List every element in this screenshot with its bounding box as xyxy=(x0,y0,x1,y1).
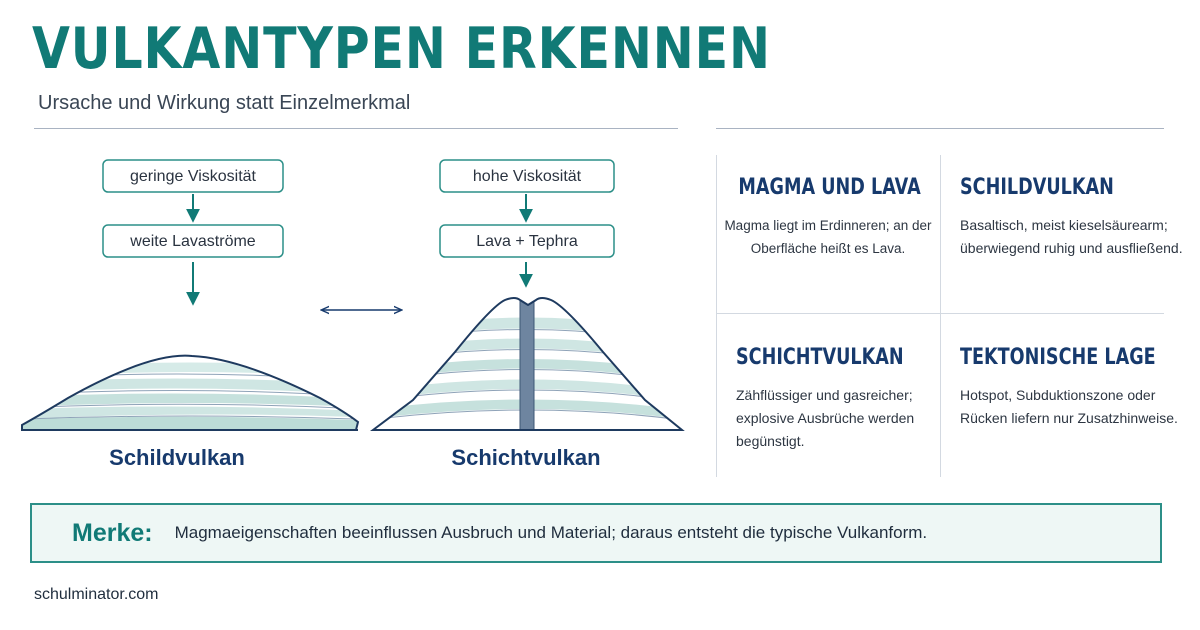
header-divider-left xyxy=(34,128,678,129)
merke-box: Merke: Magmaeigenschaften beeinflussen A… xyxy=(30,503,1162,563)
grid-divider-horizontal xyxy=(716,313,1164,314)
grid-divider-vertical xyxy=(940,155,941,477)
stratovolcano-label: Schichtvulkan xyxy=(451,445,600,470)
box-lava-tephra-label: Lava + Tephra xyxy=(476,233,578,250)
box-low-viscosity xyxy=(102,159,284,193)
card-stratovolcano-text: Zähflüssiger und gasreicher; explosive A… xyxy=(736,387,915,449)
box-high-viscosity xyxy=(439,159,615,193)
info-grid: MAGMA UND LAVA Magma liegt im Erdinneren… xyxy=(716,155,1183,477)
card-shield-volcano-title: SCHILDVULKAN xyxy=(960,175,1114,200)
magma-conduit xyxy=(519,298,535,430)
card-shield-volcano-text: Basaltisch, meist kieselsäurearm; überwi… xyxy=(960,217,1183,256)
card-shield-volcano: SCHILDVULKAN Basaltisch, meist kieselsäu… xyxy=(960,175,1184,260)
card-magma-lava-title: MAGMA UND LAVA xyxy=(738,175,921,200)
box-lava-tephra xyxy=(439,224,615,258)
grid-divider-left xyxy=(716,155,717,477)
shield-volcano-illustration: Schildvulkan xyxy=(21,354,360,470)
shield-volcano-label: Schildvulkan xyxy=(109,445,245,470)
box-wide-lava-flows xyxy=(102,224,284,258)
box-low-viscosity-label: geringe Viskosität xyxy=(130,168,257,185)
box-wide-lava-flows-label: weite Lavaströme xyxy=(129,233,255,250)
page-title: VULKANTYPEN ERKENNEN xyxy=(32,16,771,82)
merke-text: Magmaeigenschaften beeinflussen Ausbruch… xyxy=(174,523,928,542)
volcano-diagram: geringe Viskosität weite Lavaströme hohe… xyxy=(21,159,685,470)
stratovolcano-illustration: Schichtvulkan xyxy=(370,297,685,470)
header-divider-right xyxy=(716,128,1164,129)
right-flow-chain: hohe Viskosität Lava + Tephra xyxy=(439,159,615,288)
card-tectonic-setting: TEKTONISCHE LAGE Hotspot, Subduktionszon… xyxy=(960,345,1184,430)
card-stratovolcano: SCHICHTVULKAN Zähflüssiger und gasreiche… xyxy=(736,345,960,453)
card-magma-lava: MAGMA UND LAVA Magma liegt im Erdinneren… xyxy=(716,175,940,260)
card-tectonic-setting-title: TEKTONISCHE LAGE xyxy=(960,345,1156,370)
card-stratovolcano-title: SCHICHTVULKAN xyxy=(736,345,904,370)
card-magma-lava-text: Magma liegt im Erdinneren; an der Oberfl… xyxy=(724,218,932,256)
box-high-viscosity-label: hohe Viskosität xyxy=(473,168,582,185)
page-subtitle: Ursache und Wirkung statt Einzelmerkmal xyxy=(38,92,411,114)
left-flow-chain: geringe Viskosität weite Lavaströme xyxy=(102,159,284,306)
card-tectonic-setting-text: Hotspot, Subduktionszone oder Rücken lie… xyxy=(960,387,1178,426)
merke-label: Merke: xyxy=(72,518,153,547)
footer-source: schulminator.com xyxy=(34,586,159,603)
